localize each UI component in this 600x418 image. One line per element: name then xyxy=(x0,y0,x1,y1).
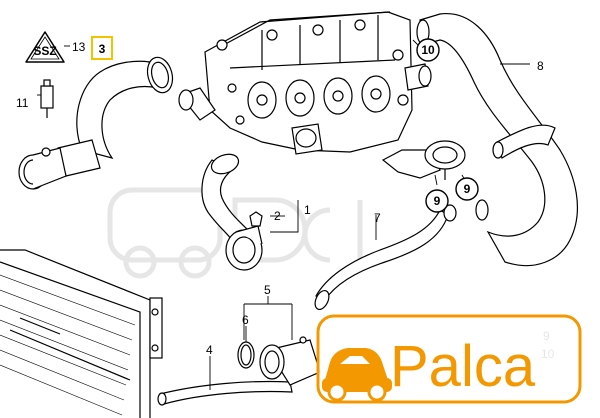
callout-13[interactable]: 13 xyxy=(72,40,86,54)
callout-1[interactable]: 1 xyxy=(304,203,311,217)
callout-4[interactable]: 4 xyxy=(206,343,213,357)
engine-cylinder-head xyxy=(178,11,432,155)
leader-lines xyxy=(37,39,530,390)
callout-8[interactable]: 8 xyxy=(537,59,544,73)
callout-6[interactable]: 6 xyxy=(242,313,249,327)
warning-triangle-icon: SSZ xyxy=(25,31,65,63)
callout-9a-circle[interactable]: 9 xyxy=(425,189,449,213)
radiator-inlet xyxy=(18,147,67,190)
connector-housing xyxy=(381,140,466,180)
car-icon xyxy=(322,348,392,402)
callout-9b: 9 xyxy=(464,182,471,196)
callout-10-circle[interactable]: 10 xyxy=(416,38,440,62)
callout-9b-circle[interactable]: 9 xyxy=(455,177,479,201)
flange-5 xyxy=(259,336,321,386)
callout-9a: 9 xyxy=(434,194,441,208)
highlight-box xyxy=(91,36,113,60)
warning-label: SSZ xyxy=(33,44,56,58)
hose-7 xyxy=(314,204,457,311)
hose-4 xyxy=(157,380,293,406)
radiator xyxy=(0,249,163,418)
callout-2[interactable]: 2 xyxy=(274,209,281,223)
logo-text: Palca xyxy=(390,334,536,399)
callouts: 3 13 11 1 2 8 7 5 6 4 10 9 9 xyxy=(16,36,544,357)
callout-7[interactable]: 7 xyxy=(374,211,381,225)
callout-11[interactable]: 11 xyxy=(16,96,29,110)
temperature-sensor-11 xyxy=(40,79,54,118)
bleed-screw-2 xyxy=(249,211,263,227)
callout-10: 10 xyxy=(421,43,435,57)
hose-3 xyxy=(57,56,174,177)
callout-5[interactable]: 5 xyxy=(264,283,271,297)
palca-logo: Palca xyxy=(316,314,582,404)
hose-8 xyxy=(416,13,578,267)
callout-3[interactable]: 3 xyxy=(99,42,106,56)
seal-ring-6 xyxy=(237,341,255,369)
hose-1 xyxy=(201,153,263,271)
